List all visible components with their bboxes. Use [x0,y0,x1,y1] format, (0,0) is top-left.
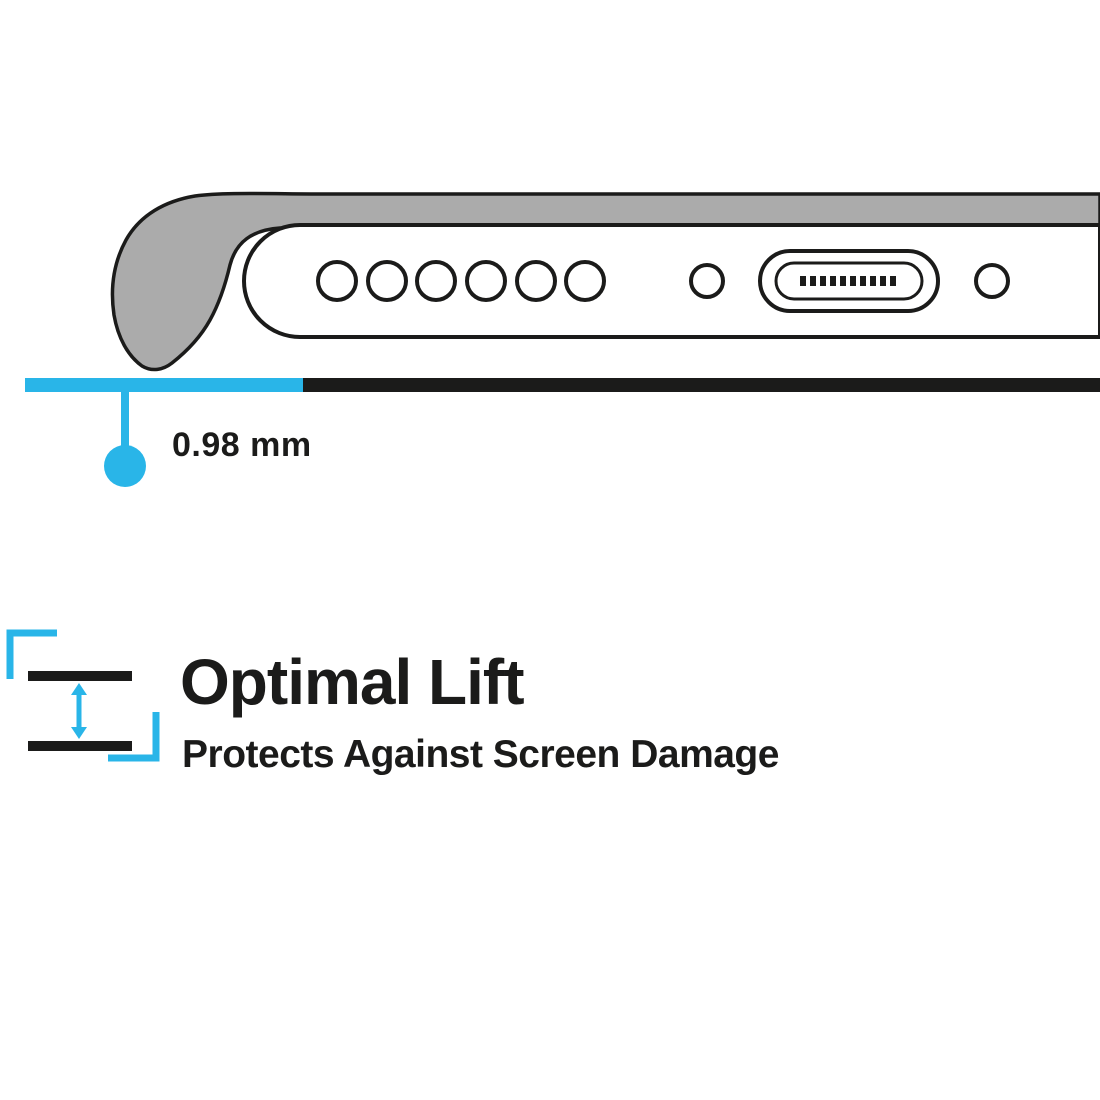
charging-port-pill [774,261,924,301]
lift-gap-dark-bar [303,378,1100,392]
mic-hole [689,263,725,299]
bracket-bottom-right-icon [108,712,160,762]
phone-case-illustration [110,191,1100,372]
measurement-callout-line [121,392,129,452]
lift-bottom-bar [28,741,132,751]
speaker-hole [366,260,408,302]
speaker-hole [465,260,507,302]
speaker-hole [515,260,557,302]
bracket-top-left-icon [6,629,57,679]
speaker-holes [316,260,606,302]
lift-gap-accent-bar [25,378,303,392]
speaker-hole [316,260,358,302]
feature-title: Optimal Lift [180,646,525,718]
lift-top-bar [28,671,132,681]
charging-port-pins [800,276,896,286]
case-shell [110,191,1100,372]
measurement-callout-dot [104,445,146,487]
lift-measurement-icon [6,629,160,762]
feature-subtitle: Protects Against Screen Damage [182,733,779,776]
charging-port-icon [758,249,940,313]
speaker-hole [564,260,606,302]
measurement-label: 0.98 mm [172,426,312,464]
speaker-hole [415,260,457,302]
vertical-double-arrow-icon [71,683,87,739]
screw-hole [974,263,1010,299]
